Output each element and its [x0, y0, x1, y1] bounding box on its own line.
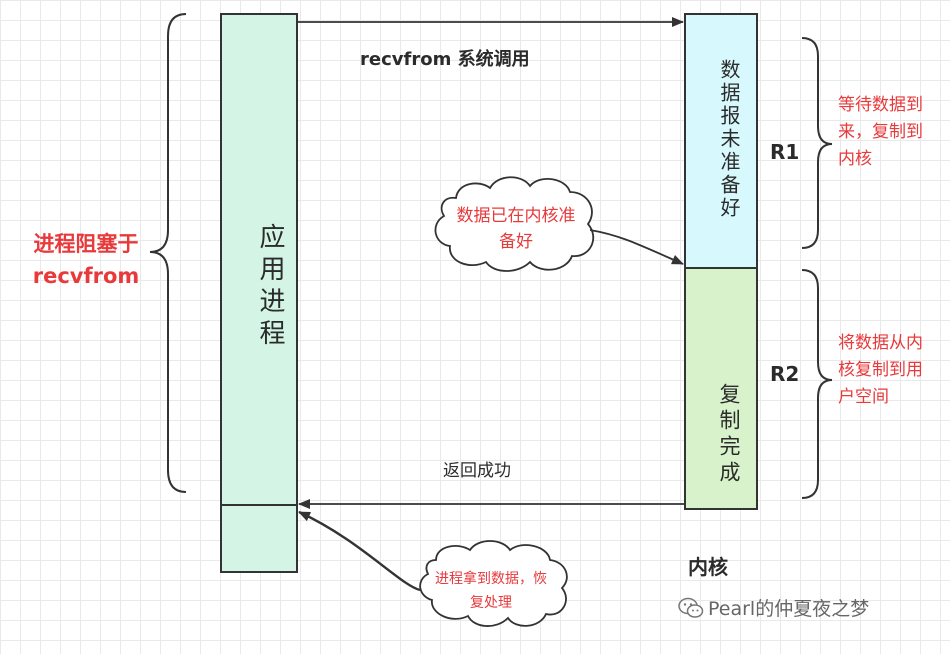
- cloud-process-note: 进程拿到数据，恢复处理: [435, 571, 547, 611]
- cloud-process-shape: [419, 540, 568, 627]
- r1-label: R1: [770, 140, 800, 164]
- r2-note: 将数据从内核复制到用户空间: [838, 333, 923, 407]
- app-process-label: 应用进程: [255, 223, 285, 351]
- wechat-icon: [678, 597, 704, 618]
- r2-brace: [801, 269, 833, 499]
- r1-brace: [801, 37, 833, 249]
- kernel-wait-block: [684, 13, 758, 269]
- kernel-label: 内核: [688, 555, 728, 579]
- syscall-label: recvfrom 系统调用: [360, 49, 530, 70]
- cloud-ready-shape: [434, 176, 594, 272]
- cloud-ready-pointer: [589, 229, 684, 265]
- app-process-bar: [220, 13, 298, 573]
- blocked-label-line2: recvfrom: [32, 264, 140, 288]
- kernel-copy-block: [684, 267, 758, 510]
- r1-note: 等待数据到来，复制到内核: [838, 95, 923, 169]
- watermark-text: Pearl的仲夏夜之梦: [708, 598, 870, 620]
- watermark: Pearl的仲夏夜之梦: [678, 594, 869, 621]
- kernel-not-ready-label: 数据报未准备好: [717, 58, 741, 220]
- kernel-copy-done-label: 复制完成: [717, 383, 741, 487]
- return-label: 返回成功: [443, 461, 511, 481]
- left-brace: [149, 13, 187, 493]
- blocked-label-line1: 进程阻塞于: [33, 232, 139, 256]
- blocked-label: 进程阻塞于 recvfrom: [6, 228, 166, 292]
- r2-label: R2: [770, 362, 800, 386]
- cloud-process-pointer: [298, 510, 421, 592]
- cloud-ready-note: 数据已在内核准备好: [456, 206, 576, 252]
